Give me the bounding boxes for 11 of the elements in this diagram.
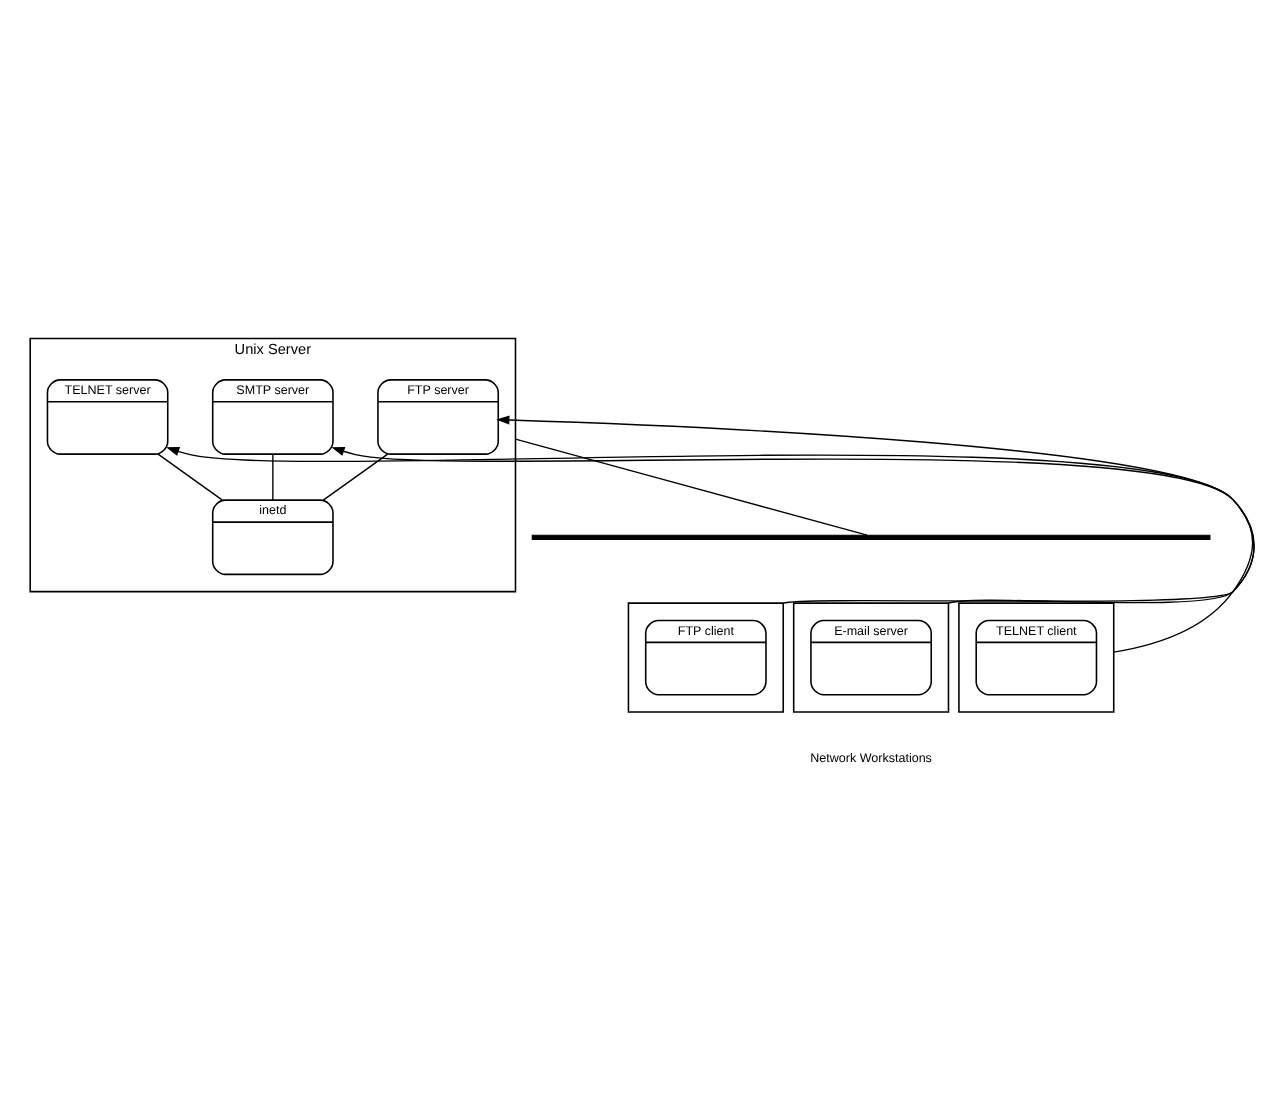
cluster: [792, 602, 950, 713]
cluster: [958, 602, 1115, 713]
arrow: [496, 415, 1255, 604]
connector: [157, 453, 224, 501]
cluster: [627, 602, 784, 713]
arrow: [331, 447, 1255, 604]
connector: [322, 453, 389, 501]
arrow: [166, 447, 1254, 653]
connector: [272, 453, 274, 501]
connector: [514, 438, 868, 536]
node-bar: [531, 534, 1211, 540]
